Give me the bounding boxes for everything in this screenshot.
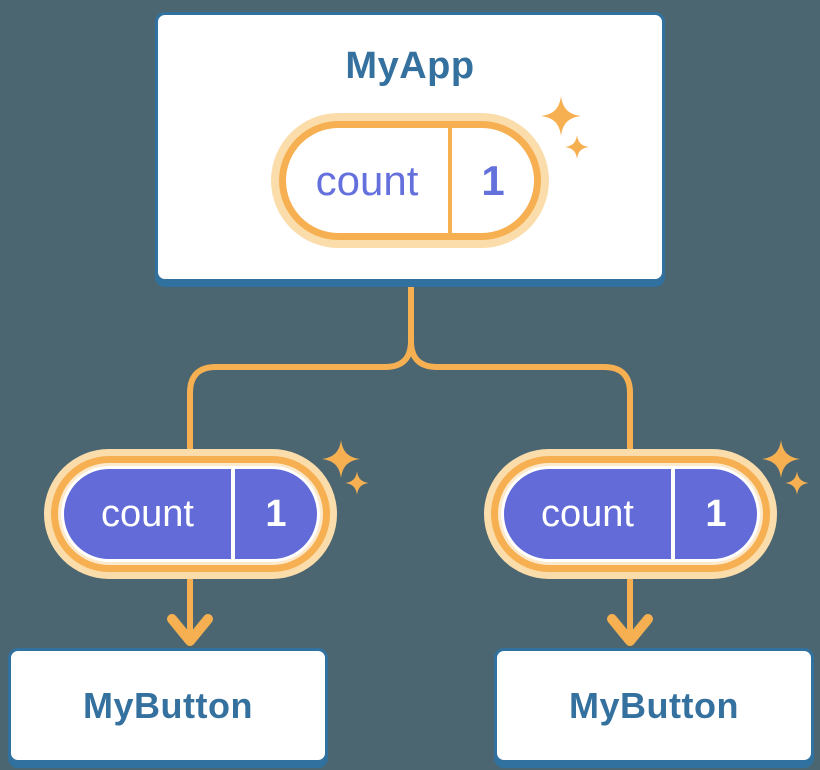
- component-title: MyButton: [83, 684, 253, 726]
- sparkle-icon: [762, 440, 800, 478]
- sparkle-icon: [345, 471, 369, 495]
- pill-divider: [448, 128, 452, 233]
- sparkle-icon: [322, 440, 360, 478]
- branch-right-line: [408, 280, 633, 458]
- sparkle-icon: [785, 471, 809, 495]
- sparkle-icon: [565, 135, 589, 159]
- pill-divider: [671, 469, 675, 559]
- component-title: MyButton: [569, 684, 739, 726]
- state-pill: count 1: [271, 113, 549, 248]
- state-value: 1: [705, 492, 727, 535]
- arrow-down-icon: [607, 614, 653, 646]
- sparkle-icon: [541, 96, 581, 136]
- state-value: 1: [265, 492, 287, 535]
- state-name: count: [541, 492, 634, 535]
- pill-divider: [231, 469, 235, 559]
- state-name: count: [101, 492, 194, 535]
- component-title: MyApp: [345, 45, 475, 87]
- mybutton-card-left: MyButton: [8, 648, 328, 763]
- mybutton-card-right: MyButton: [494, 648, 814, 763]
- pill-ring: count 1: [51, 456, 330, 572]
- state-pill: count 1: [44, 449, 337, 579]
- state-pill: count 1: [484, 449, 777, 579]
- arrow-down-icon: [167, 614, 213, 646]
- pill-ring: count 1: [279, 121, 541, 240]
- pill-ring: count 1: [491, 456, 770, 572]
- state-name: count: [315, 156, 419, 204]
- state-value: 1: [481, 156, 505, 204]
